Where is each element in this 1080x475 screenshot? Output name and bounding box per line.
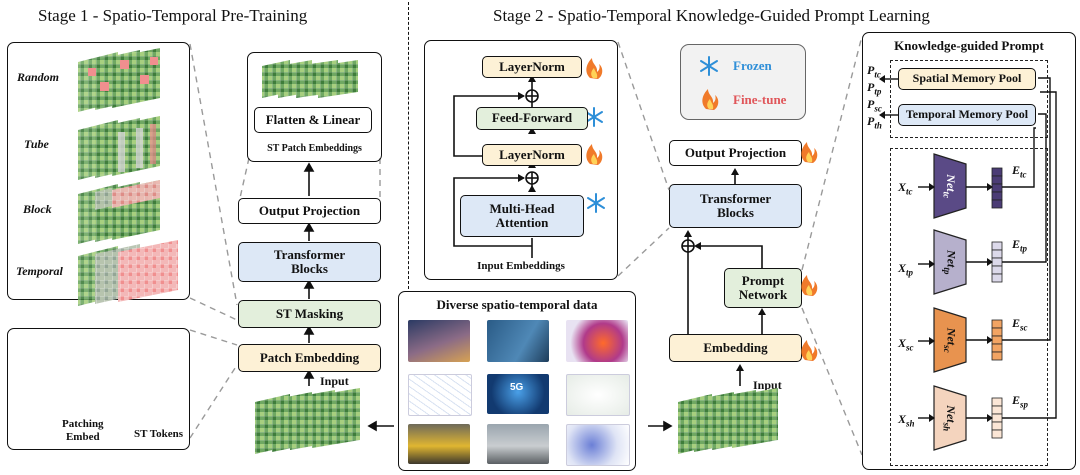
st-patch-embeddings-label: ST Patch Embeddings	[267, 143, 362, 154]
stage1-input-stack	[255, 388, 360, 454]
e-label-tc: Etc	[1012, 163, 1027, 180]
stage2-embedding-box: Embedding	[669, 334, 802, 362]
temporal-mask-stack	[78, 240, 178, 306]
tube-mask-stack	[78, 116, 160, 180]
thumb-scatter-map	[566, 424, 630, 466]
embedding-bar-tc	[991, 167, 1003, 209]
snowflake-icon	[585, 107, 603, 127]
stage2-transformer-blocks: Transformer Blocks	[669, 184, 802, 228]
st-tokens-label: ST Tokens	[134, 428, 184, 440]
net-sh-label: Netsh	[941, 405, 959, 431]
p-label-tc: Ptc	[867, 63, 881, 80]
embedding-bar-sc	[991, 319, 1003, 361]
net-sc-shape	[933, 307, 967, 373]
memory-pools-group	[890, 60, 1048, 138]
net-tp-shape	[933, 229, 967, 295]
embedding-bar-tp	[991, 241, 1003, 283]
thumb-bikes	[487, 320, 549, 362]
thumb-heatmap	[566, 320, 628, 362]
patch-embeddings-stack	[262, 60, 358, 98]
mha-box: Multi-Head Attention	[460, 195, 584, 237]
e-label-sp: Esp	[1012, 393, 1029, 410]
flatten-linear-box: Flatten & Linear	[254, 107, 372, 133]
feed-forward-box: Feed-Forward	[476, 107, 588, 130]
patching-embed-label: Patching Embed	[62, 418, 104, 443]
patching-panel	[7, 328, 190, 450]
networks-group	[890, 148, 1048, 466]
legend-finetune-label: Fine-tune	[733, 92, 787, 107]
snowflake-icon	[700, 56, 718, 76]
st-masking-box: ST Masking	[238, 300, 381, 328]
x-label-sc: Xsc	[898, 336, 914, 353]
random-mask-stack	[78, 48, 160, 112]
spatial-memory-pool: Spatial Memory Pool	[898, 68, 1036, 90]
legend-panel	[680, 44, 806, 120]
layernorm-top: LayerNorm	[482, 56, 582, 78]
mask-label-random: Random	[17, 70, 60, 84]
p-label-tp: Ptp	[867, 80, 882, 97]
stage1-dashed-guides	[189, 43, 381, 439]
x-label-tc: Xtc	[898, 180, 913, 197]
fire-icon	[586, 58, 603, 79]
fire-icon	[801, 142, 818, 163]
thumb-5g	[487, 374, 549, 414]
thumb-network-graph	[566, 374, 630, 416]
mask-label-block: Block	[23, 202, 52, 216]
patch-embeddings-panel	[247, 52, 382, 162]
stage1-transformer-blocks: Transformer Blocks	[238, 242, 381, 282]
embedding-bar-sp	[991, 397, 1003, 439]
snowflake-icon	[587, 193, 605, 213]
x-label-tp: Xtp	[898, 261, 914, 278]
stage2-input-stack	[678, 388, 778, 454]
patch-embedding-box: Patch Embedding	[238, 344, 381, 372]
stage2-input-label: Input	[753, 378, 782, 392]
input-embeddings-label: Input Embeddings	[477, 260, 565, 272]
p-label-sc: Psc	[867, 97, 882, 114]
thumb-city-night	[408, 320, 470, 362]
stage1-output-projection: Output Projection	[238, 198, 381, 224]
net-sc-label: Netsc	[941, 327, 959, 353]
e-label-sc: Esc	[1012, 316, 1028, 333]
stage2-output-projection: Output Projection	[669, 140, 802, 166]
fire-icon	[702, 89, 719, 110]
net-tp-label: Nettp	[941, 249, 959, 275]
mask-label-temporal: Temporal	[16, 264, 63, 278]
thumb-smog	[487, 424, 549, 464]
kgp-title: Knowledge-guided Prompt	[894, 38, 1044, 53]
fire-icon	[801, 340, 818, 361]
net-tc-label: Nettc	[941, 174, 959, 198]
diverse-data-title: Diverse spatio-temporal data	[436, 297, 598, 312]
legend-frozen-label: Frozen	[733, 58, 772, 73]
thumb-metro-map	[408, 374, 472, 416]
mask-label-tube: Tube	[24, 137, 49, 151]
block-mask-stack	[78, 180, 160, 244]
stage-divider	[408, 2, 409, 294]
net-sh-shape	[933, 385, 967, 451]
stage1-title: Stage 1 - Spatio-Temporal Pre-Training	[38, 6, 308, 25]
stage1-input-label: Input	[320, 374, 349, 388]
stage1-arrows	[303, 162, 673, 432]
layernorm-mid: LayerNorm	[482, 144, 582, 166]
temporal-memory-pool: Temporal Memory Pool	[898, 104, 1036, 126]
prompt-network-box: Prompt Network	[724, 268, 802, 308]
thumb-taxi	[408, 424, 470, 464]
fire-icon	[586, 144, 603, 165]
stage2-title: Stage 2 - Spatio-Temporal Knowledge-Guid…	[493, 6, 930, 25]
net-tc-shape	[933, 153, 967, 219]
e-label-tp: Etp	[1012, 237, 1028, 254]
p-label-th: Pth	[867, 114, 882, 131]
x-label-sh: Xsh	[898, 412, 915, 429]
thumb-5g-text: 5G	[510, 382, 524, 393]
fire-icon	[801, 275, 818, 296]
